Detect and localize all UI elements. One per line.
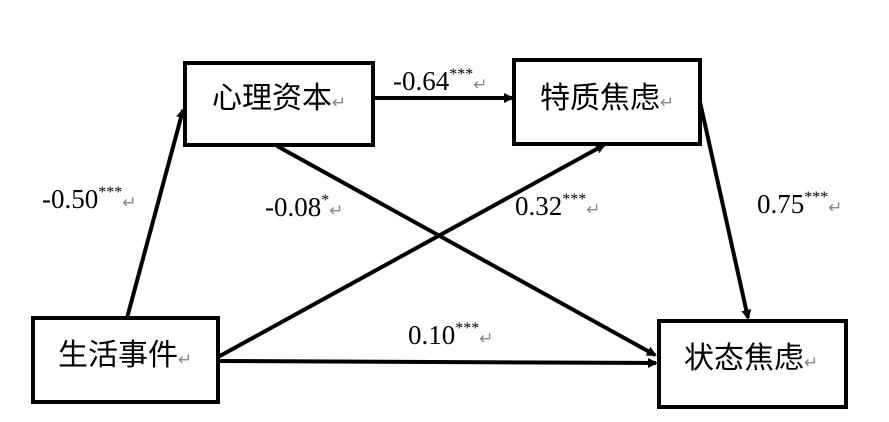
arrow-life-to-psych [125,108,186,319]
node-label-psych-capital: 心理资本↵ [212,81,346,116]
node-label-state-anxiety: 状态焦虑↵ [684,341,818,376]
coef-psych-to-state: -0.08*↵ [265,192,344,222]
node-label-life-events: 生活事件↵ [58,338,192,373]
arrow-trait-to-state [698,101,752,320]
box-trait-anxiety [512,58,702,146]
arrow-life-to-state [217,357,658,368]
coef-life-to-psych: -0.50***↵ [42,184,137,214]
node-label-trait-anxiety: 特质焦虑↵ [540,81,674,116]
coef-psych-to-trait: -0.64***↵ [393,66,488,96]
coef-life-to-state: 0.10***↵ [408,320,494,350]
box-state-anxiety [657,319,848,409]
coef-trait-to-state: 0.75***↵ [757,189,843,219]
coef-life-to-trait: 0.32***↵ [515,191,601,221]
arrow-psych-to-state [276,144,657,357]
box-life-events [31,316,220,404]
box-psych-capital [183,61,375,147]
arrow-life-to-trait [217,143,606,359]
